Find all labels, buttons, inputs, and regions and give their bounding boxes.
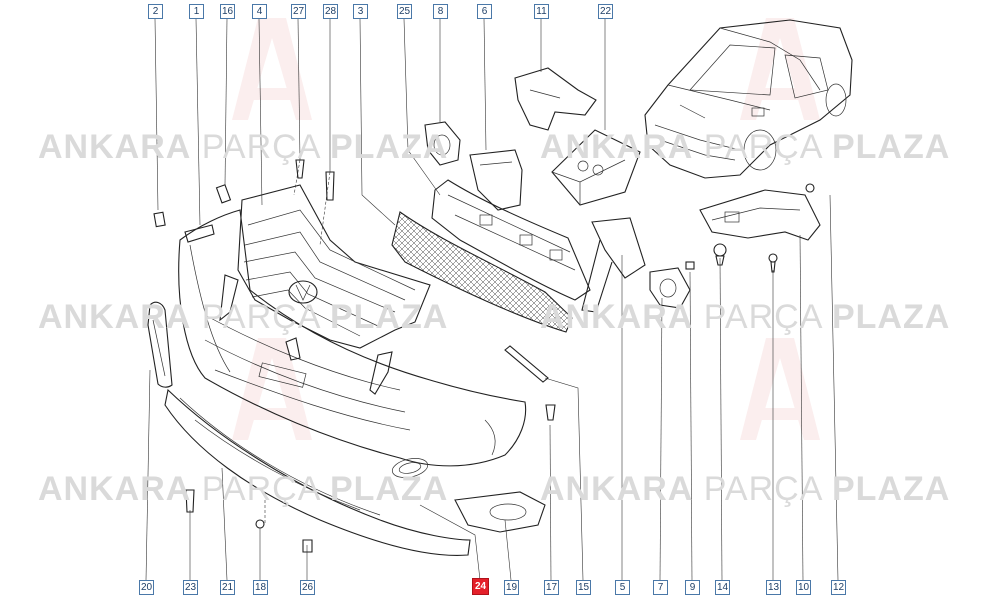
callout-part-11[interactable]: 11 xyxy=(534,4,549,19)
front-bumper xyxy=(178,209,527,478)
callout-part-17[interactable]: 17 xyxy=(544,580,559,595)
lower-mesh-grille xyxy=(391,211,573,333)
bracket-5 xyxy=(581,217,646,313)
leader-lines-top xyxy=(154,18,606,226)
car-illustration xyxy=(644,19,853,179)
leader-lines-bottom xyxy=(145,194,839,581)
callout-part-28[interactable]: 28 xyxy=(323,4,338,19)
lower-spoiler xyxy=(164,388,471,556)
callout-part-19[interactable]: 19 xyxy=(504,580,519,595)
grille-support-bracket xyxy=(431,179,591,301)
fog-bezel-right xyxy=(649,261,695,309)
callout-part-20[interactable]: 20 xyxy=(139,580,154,595)
parts-box-22 xyxy=(551,129,641,206)
upper-grille xyxy=(237,159,431,349)
clips-and-pins xyxy=(215,159,393,395)
callout-part-27[interactable]: 27 xyxy=(291,4,306,19)
callout-part-16[interactable]: 16 xyxy=(220,4,235,19)
callout-part-21[interactable]: 21 xyxy=(220,580,235,595)
callout-part-14[interactable]: 14 xyxy=(715,580,730,595)
bracket-6 xyxy=(469,149,523,211)
right-bracket-assembly xyxy=(699,183,821,273)
strip-and-clip xyxy=(504,345,556,421)
callout-part-22[interactable]: 22 xyxy=(598,4,613,19)
callout-part-10[interactable]: 10 xyxy=(796,580,811,595)
callout-part-7[interactable]: 7 xyxy=(653,580,668,595)
callout-part-9[interactable]: 9 xyxy=(685,580,700,595)
callout-part-4[interactable]: 4 xyxy=(252,4,267,19)
callout-part-8[interactable]: 8 xyxy=(433,4,448,19)
callout-part-5[interactable]: 5 xyxy=(615,580,630,595)
callout-part-15[interactable]: 15 xyxy=(576,580,591,595)
callout-part-25[interactable]: 25 xyxy=(397,4,412,19)
bottom-fasteners xyxy=(185,489,313,553)
fog-trim-right xyxy=(454,491,546,533)
callout-part-23[interactable]: 23 xyxy=(183,580,198,595)
callout-part-24-highlighted[interactable]: 24 xyxy=(472,578,489,595)
callout-part-12[interactable]: 12 xyxy=(831,580,846,595)
fog-bezel-left xyxy=(424,121,461,166)
side-deflectors xyxy=(147,211,215,388)
callout-part-3[interactable]: 3 xyxy=(353,4,368,19)
bracket-11 xyxy=(514,67,597,131)
callout-part-6[interactable]: 6 xyxy=(477,4,492,19)
callout-part-2[interactable]: 2 xyxy=(148,4,163,19)
callout-part-1[interactable]: 1 xyxy=(189,4,204,19)
logo-watermarks xyxy=(232,18,820,440)
callout-part-26[interactable]: 26 xyxy=(300,580,315,595)
callout-part-18[interactable]: 18 xyxy=(253,580,268,595)
callout-part-13[interactable]: 13 xyxy=(766,580,781,595)
